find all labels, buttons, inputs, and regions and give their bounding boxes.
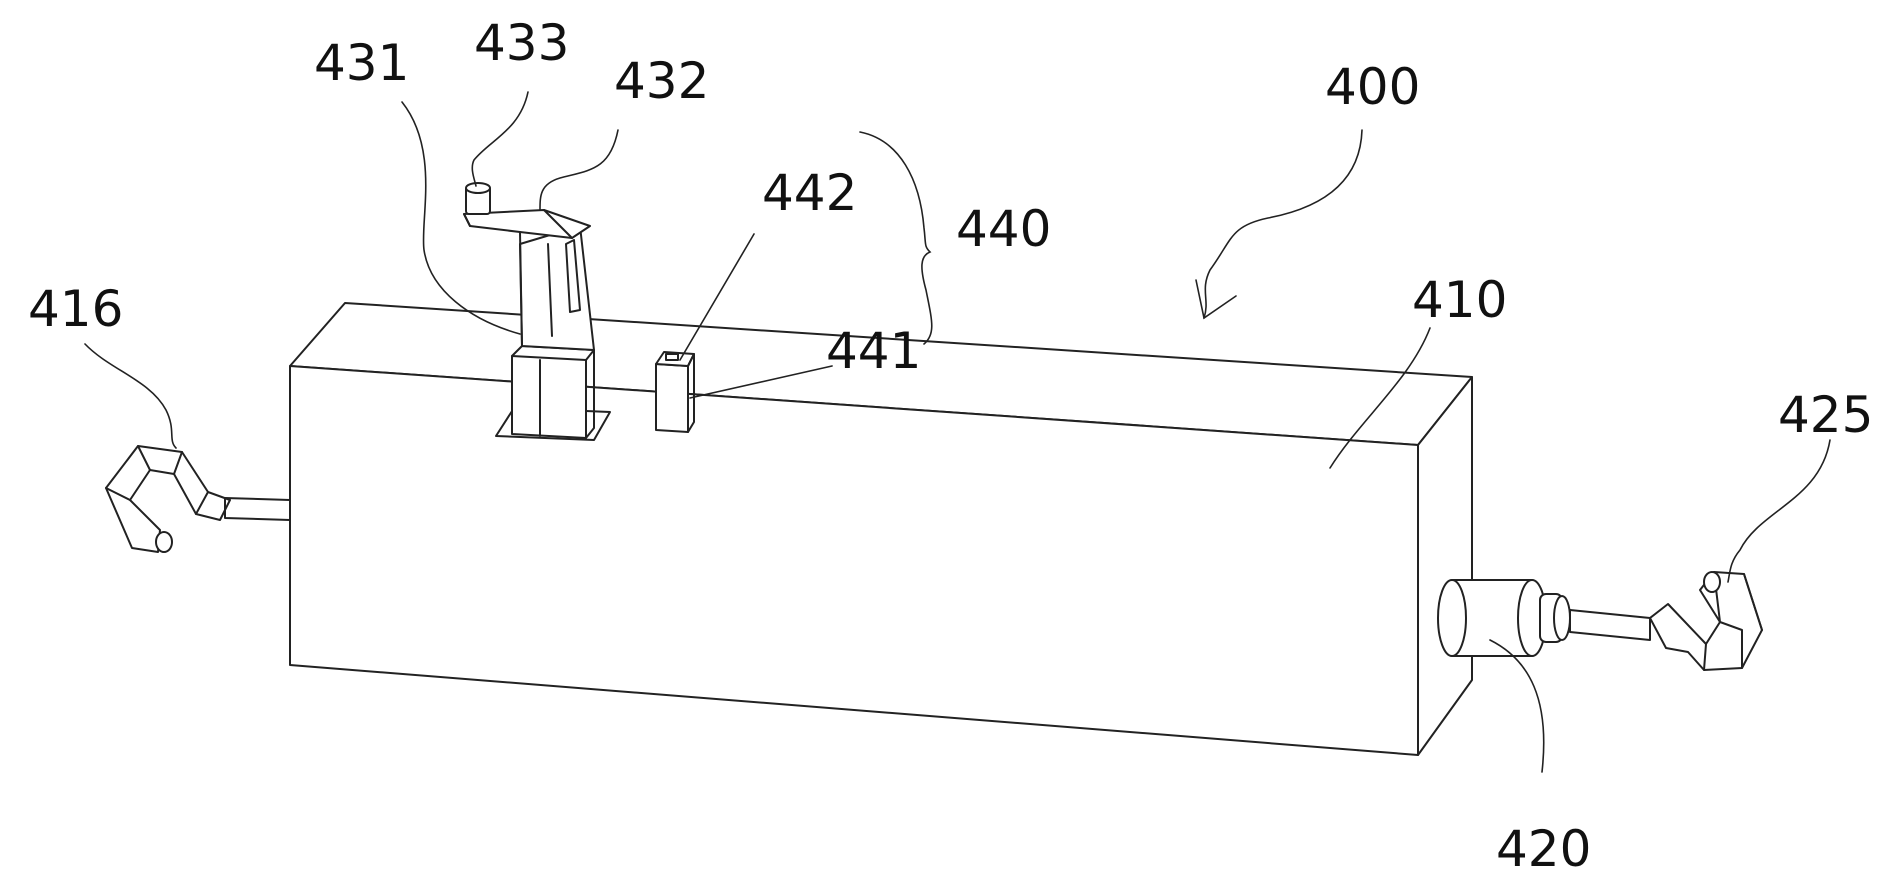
post-lower-block: [511, 355, 587, 439]
label-410: 410: [1412, 271, 1507, 329]
reference-numerals: 400 410 416 420 425 431 432 433 440 441 …: [28, 14, 1873, 878]
label-433: 433: [474, 14, 569, 72]
post-assembly-431: [463, 182, 611, 441]
label-416: 416: [28, 280, 123, 338]
hook-right-shaft: [1569, 609, 1651, 641]
arrow-400-shaft: [1203, 129, 1363, 319]
sensor-side: [687, 353, 695, 433]
housing-end-face: [1417, 376, 1473, 756]
label-432: 432: [614, 52, 709, 110]
leader-441: [689, 365, 833, 399]
hook-416: [105, 445, 291, 553]
label-431: 431: [314, 34, 409, 92]
hook-left-shaft: [224, 497, 291, 521]
motor-front-cap: [1437, 579, 1467, 657]
pin-433-top: [465, 182, 491, 194]
leader-410: [1329, 327, 1431, 469]
post-column-slot: [547, 239, 581, 337]
hook-425: [1569, 571, 1763, 671]
sensor-440: [655, 351, 695, 433]
hook-right-edges: [1703, 571, 1763, 671]
arrow-400-head: [1195, 279, 1237, 320]
label-425: 425: [1778, 386, 1873, 444]
hook-left-edges: [105, 445, 209, 515]
leader-432: [539, 129, 619, 211]
label-441: 441: [826, 322, 921, 380]
leader-433: [471, 91, 529, 187]
motor-420: [1437, 579, 1571, 657]
leader-lines: [84, 91, 1831, 773]
arm-432-edges: [463, 209, 573, 347]
hook-left-tip: [155, 531, 173, 553]
sensor-cap-key: [665, 353, 679, 361]
leader-442: [679, 233, 755, 361]
label-400: 400: [1325, 58, 1420, 116]
leader-416: [84, 343, 177, 449]
label-420: 420: [1496, 820, 1591, 878]
label-440: 440: [956, 200, 1051, 258]
label-442: 442: [762, 164, 857, 222]
leader-425: [1727, 439, 1831, 583]
leader-420: [1489, 639, 1545, 773]
sensor-body-441: [655, 363, 689, 433]
brace-440: [859, 131, 933, 345]
motor-collar-ring: [1553, 595, 1571, 641]
hook-right-tip: [1703, 571, 1721, 593]
assembly-arrow-400: [1195, 129, 1363, 320]
leader-431: [401, 101, 521, 335]
post-upper-column: [519, 225, 595, 351]
